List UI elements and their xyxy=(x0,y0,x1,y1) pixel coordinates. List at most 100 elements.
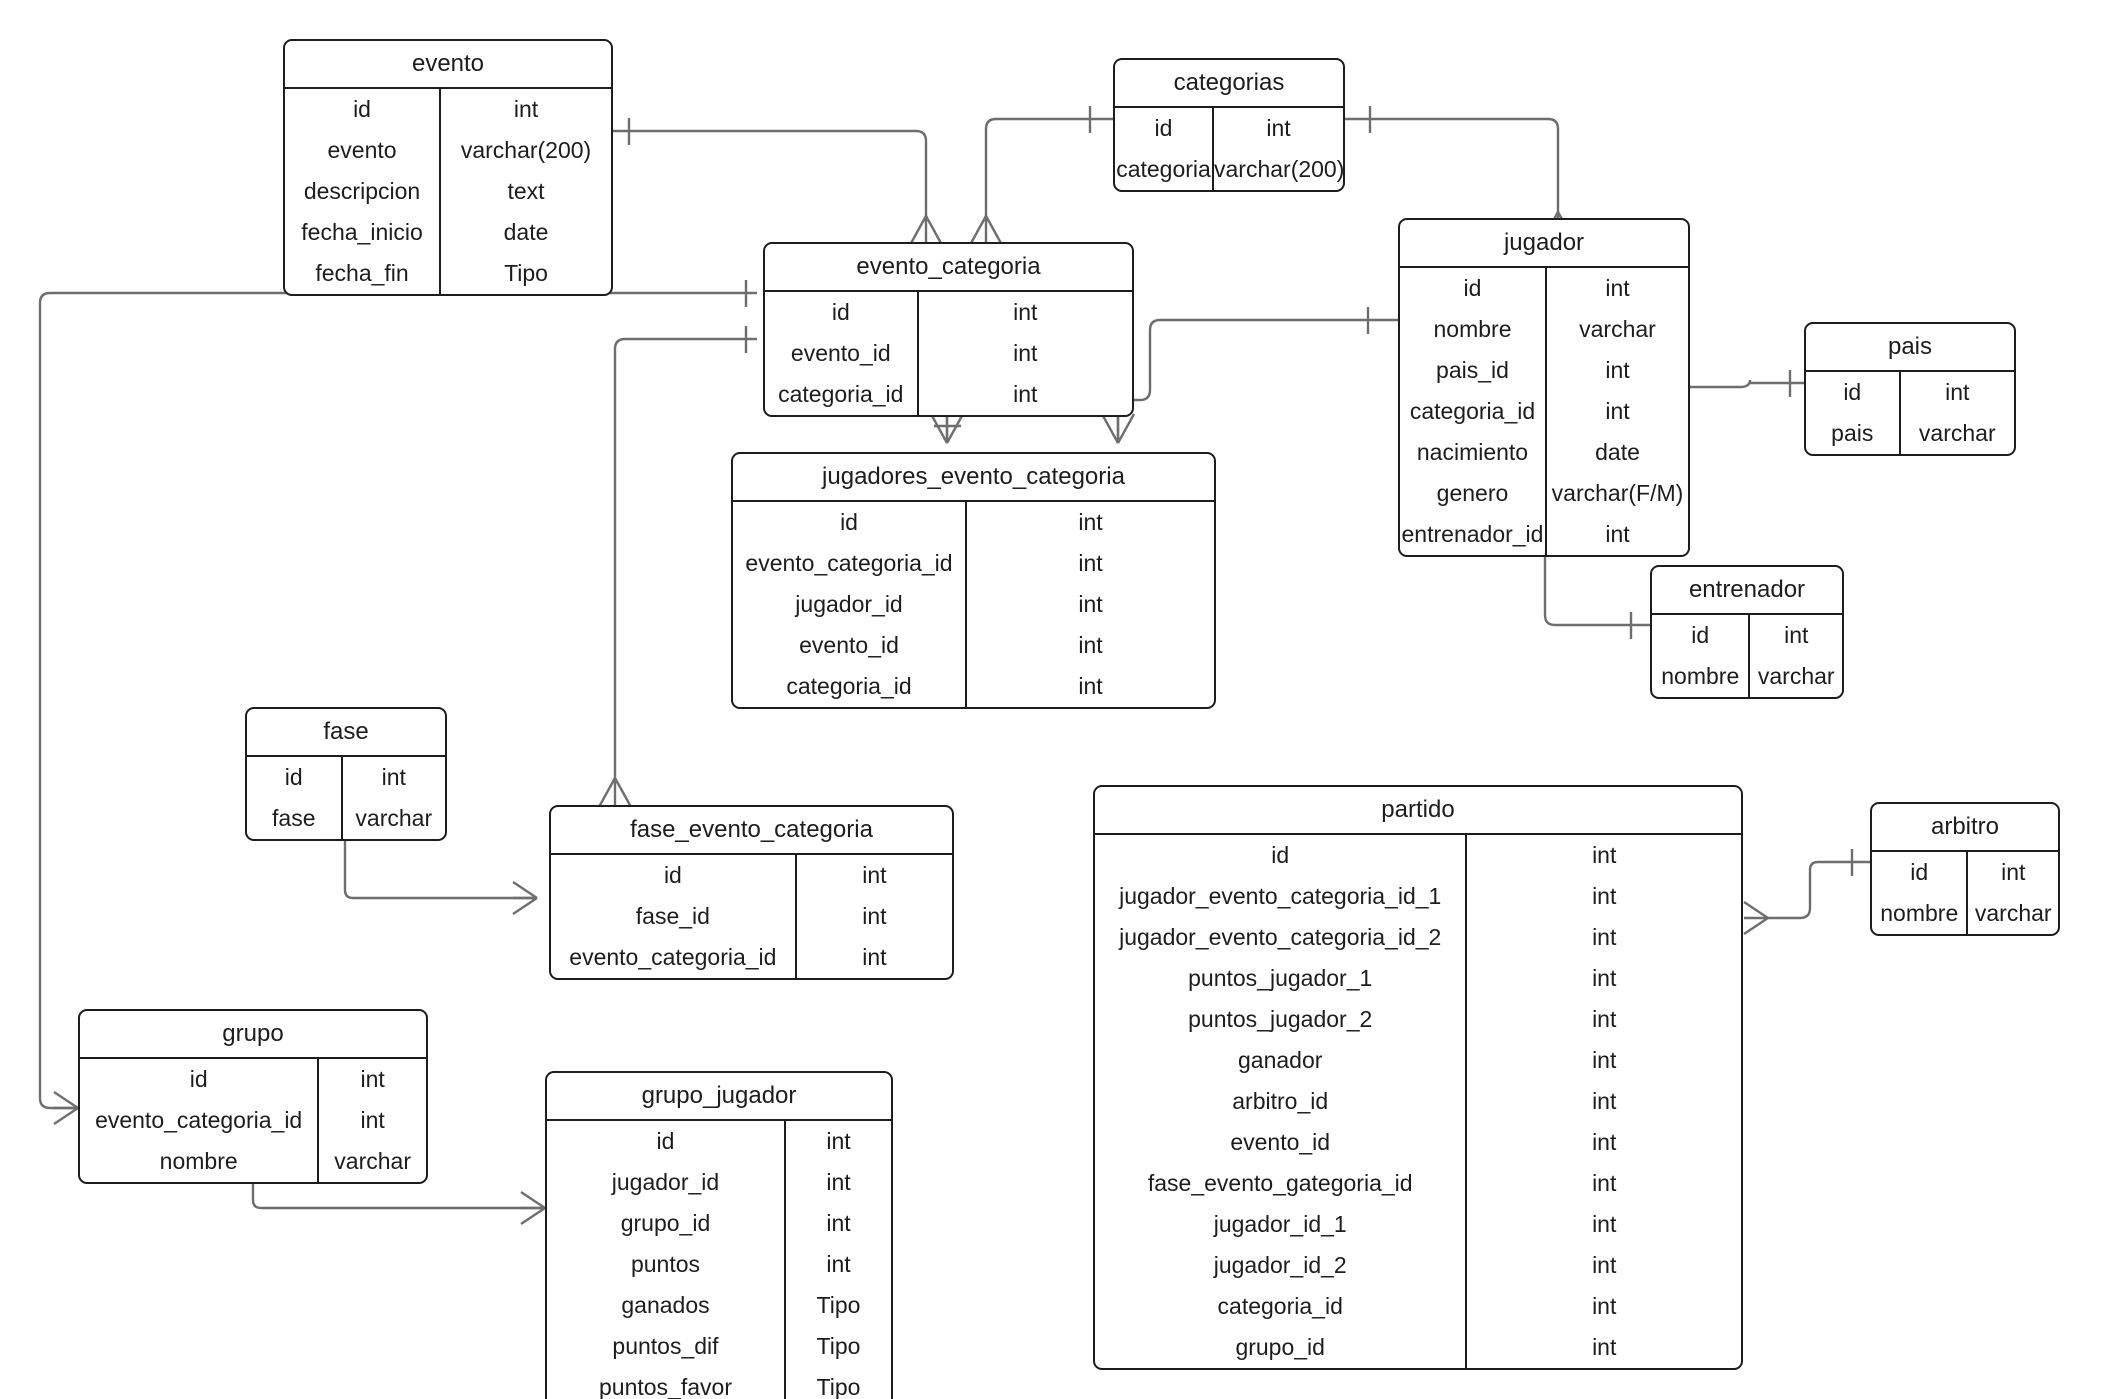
crowsfoot-fec-top xyxy=(597,777,633,808)
field-type: varchar xyxy=(355,805,433,831)
entity-title: evento_categoria xyxy=(765,244,1132,292)
field-type: int xyxy=(1013,340,1038,366)
entity-jugadores_evento_categoria[interactable]: jugadores_evento_categoria id evento_cat… xyxy=(731,452,1216,709)
entity-title: fase xyxy=(247,709,445,757)
entity-body: id evento_categoria_id nombre int int va… xyxy=(80,1059,426,1182)
field-name: evento_categoria_id xyxy=(95,1107,303,1133)
field-name: id xyxy=(1463,275,1482,301)
field-name: jugador_evento_categoria_id_2 xyxy=(1119,924,1442,950)
entity-body: id nombre int varchar xyxy=(1652,615,1842,697)
field-name: evento xyxy=(327,137,397,163)
field-type-column: int int int int int int int int int int … xyxy=(1467,835,1741,1368)
field-name-column: id evento descripcion fecha_inicio fecha… xyxy=(285,89,442,294)
entity-body: id jugador_id grupo_id puntos ganados pu… xyxy=(547,1121,891,1399)
field-type: int xyxy=(1592,1129,1617,1155)
field-name: fase xyxy=(272,805,316,831)
entity-body: id evento descripcion fecha_inicio fecha… xyxy=(285,89,611,294)
field-name: puntos_jugador_2 xyxy=(1188,1006,1373,1032)
entity-evento_categoria[interactable]: evento_categoria id evento_id categoria_… xyxy=(763,242,1134,417)
relation-categorias-jugador xyxy=(1345,117,1560,212)
field-name: pais_id xyxy=(1436,357,1509,383)
field-type: int xyxy=(1592,842,1617,868)
field-type-column: int int int xyxy=(919,292,1132,415)
crowsfoot-evento_categoria-b xyxy=(968,215,1004,246)
field-name: nacimiento xyxy=(1416,439,1529,465)
crowsfoot-jec-a xyxy=(929,413,965,444)
field-type-column: int varchar(200) text date Tipo xyxy=(441,89,611,294)
entity-grupo[interactable]: grupo id evento_categoria_id nombre int … xyxy=(78,1009,428,1184)
entity-fase_evento_categoria[interactable]: fase_evento_categoria id fase_id evento_… xyxy=(549,805,954,980)
field-type: int xyxy=(1592,883,1617,909)
field-type-column: int varchar xyxy=(1901,372,2014,454)
field-type: varchar xyxy=(1918,420,1996,446)
field-type: int xyxy=(1013,299,1038,325)
entity-arbitro[interactable]: arbitro id nombre int varchar xyxy=(1870,802,2060,936)
field-name: puntos_jugador_1 xyxy=(1188,965,1373,991)
relation-partido-arbitro xyxy=(1768,860,1870,920)
field-name: categoria_id xyxy=(786,673,912,699)
field-name: jugador_id_2 xyxy=(1213,1252,1347,1278)
field-type-column: int varchar xyxy=(1750,615,1842,697)
field-type: Tipo xyxy=(504,260,548,286)
field-name: categoria_id xyxy=(1409,398,1536,424)
field-name-column: id nombre pais_id categoria_id nacimient… xyxy=(1400,268,1547,555)
field-name: id xyxy=(831,299,850,325)
entity-title: evento xyxy=(285,41,611,89)
entity-title: jugador xyxy=(1400,220,1688,268)
field-type: int xyxy=(2001,859,2026,885)
entity-title: pais xyxy=(1806,324,2014,372)
entity-title: categorias xyxy=(1115,60,1343,108)
field-name-column: id pais xyxy=(1806,372,1901,454)
entity-entrenador[interactable]: entrenador id nombre int varchar xyxy=(1650,565,1844,699)
relation-jugador-jec xyxy=(1116,318,1398,443)
field-type: int xyxy=(360,1107,385,1133)
field-name: id xyxy=(1910,859,1929,885)
field-type: Tipo xyxy=(816,1292,861,1318)
field-type: varchar xyxy=(334,1148,411,1174)
field-name: categoria xyxy=(1116,156,1211,182)
field-name: grupo_id xyxy=(1235,1334,1325,1360)
crowsfoot-jec-b xyxy=(1100,413,1136,444)
field-type: Tipo xyxy=(816,1333,861,1359)
entity-body: id pais int varchar xyxy=(1806,372,2014,454)
entity-fase[interactable]: fase id fase int varchar xyxy=(245,707,447,841)
field-name: evento_categoria_id xyxy=(569,944,777,970)
field-name-column: id categoria xyxy=(1115,108,1214,190)
field-type: int xyxy=(1605,357,1630,383)
field-name: evento_id xyxy=(799,632,899,658)
entity-categorias[interactable]: categorias id categoria int varchar(200) xyxy=(1113,58,1345,192)
field-type-column: int int int int Tipo Tipo Tipo xyxy=(786,1121,891,1399)
entity-evento[interactable]: evento id evento descripcion fecha_inici… xyxy=(283,39,613,296)
entity-title: partido xyxy=(1095,787,1741,835)
relation-evento_categoria-grupo xyxy=(38,291,757,1110)
field-name: fase_id xyxy=(635,903,710,929)
field-type: int xyxy=(1078,550,1103,576)
field-type: int xyxy=(1592,1170,1617,1196)
field-name: jugador_evento_categoria_id_1 xyxy=(1119,883,1442,909)
field-type: int xyxy=(1592,1334,1617,1360)
field-name-column: id jugador_id grupo_id puntos ganados pu… xyxy=(547,1121,786,1399)
field-type: int xyxy=(862,862,887,888)
entity-partido[interactable]: partido id jugador_evento_categoria_id_1… xyxy=(1093,785,1743,1370)
entity-jugador[interactable]: jugador id nombre pais_id categoria_id n… xyxy=(1398,218,1690,557)
field-name-column: id fase_id evento_categoria_id xyxy=(551,855,797,978)
field-type: int xyxy=(1013,381,1038,407)
field-type: int xyxy=(1592,1252,1617,1278)
field-type: text xyxy=(507,178,545,204)
field-type: int xyxy=(826,1251,851,1277)
field-name: id xyxy=(656,1128,675,1154)
field-name: evento_id xyxy=(1230,1129,1331,1155)
entity-grupo_jugador[interactable]: grupo_jugador id jugador_id grupo_id pun… xyxy=(545,1071,893,1399)
field-type: int xyxy=(826,1128,851,1154)
field-type-column: int varchar(200) xyxy=(1214,108,1343,190)
field-type: varchar(F/M) xyxy=(1551,480,1684,506)
crowsfoot-grupo_jugador-left xyxy=(520,1191,546,1225)
field-name: genero xyxy=(1436,480,1509,506)
field-name: id xyxy=(1154,115,1173,141)
entity-pais[interactable]: pais id pais int varchar xyxy=(1804,322,2016,456)
field-name: id xyxy=(189,1066,208,1092)
field-name: nombre xyxy=(159,1148,238,1174)
entity-body: id evento_categoria_id jugador_id evento… xyxy=(733,502,1214,707)
field-type: int xyxy=(1605,521,1630,547)
